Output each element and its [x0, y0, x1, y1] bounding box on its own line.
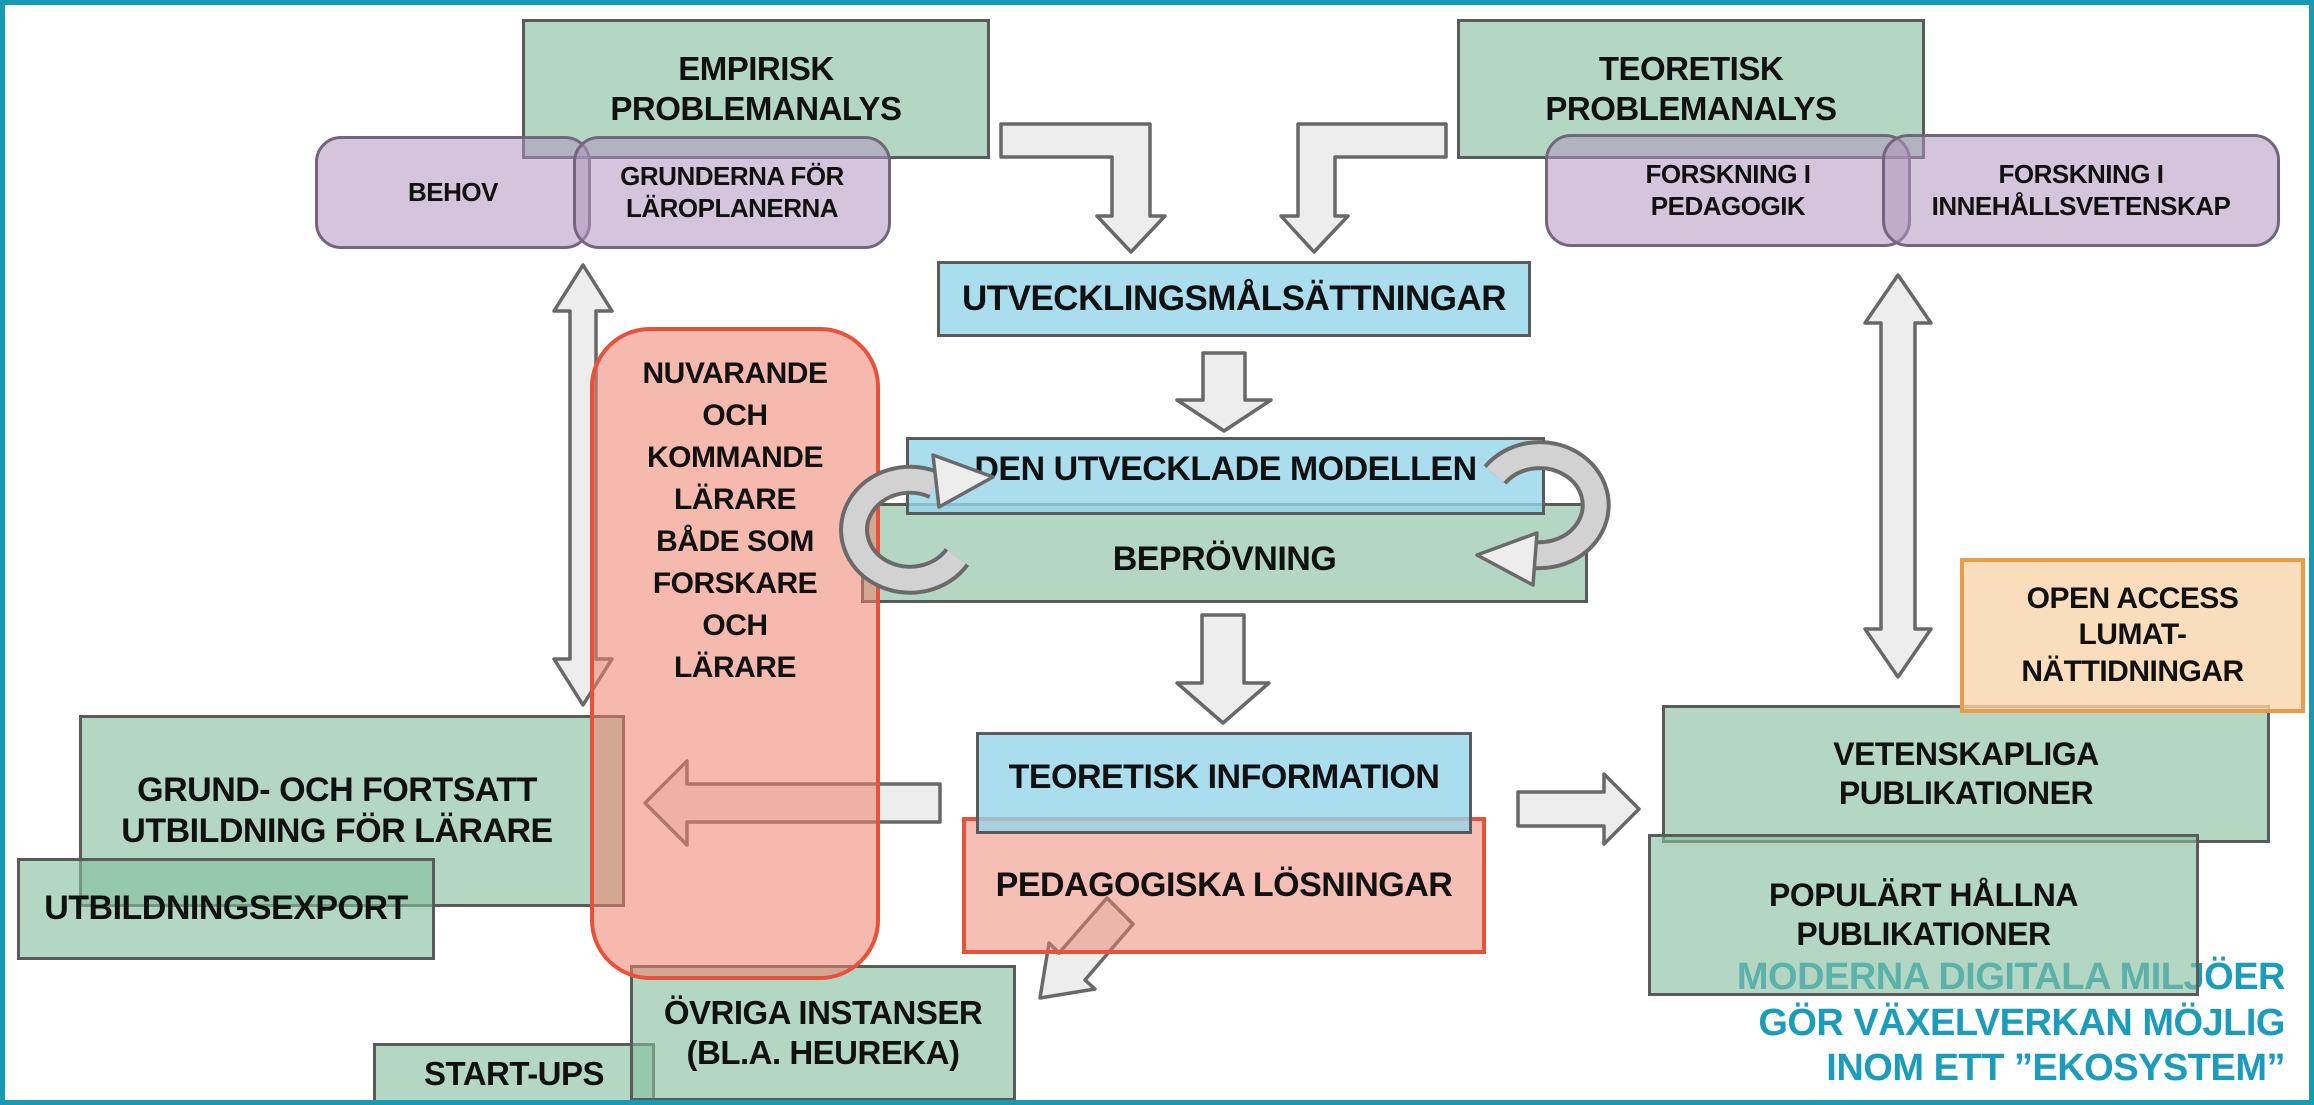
node-forskning-pedagogik: FORSKNING I PEDAGOGIK: [1545, 134, 1911, 247]
down-arrow-testing-to-info: [1175, 613, 1271, 725]
double-arrow-right: [1863, 273, 1933, 679]
node-utvecklingsmalsattningar: UTVECKLINGSMÅLSÄTTNINGAR: [937, 261, 1531, 337]
node-pedagogiska-losningar: PEDAGOGISKA LÖSNINGAR: [962, 817, 1486, 954]
bent-arrow-teoretisk-to-goals: [1279, 122, 1448, 254]
down-arrow-goals-to-model: [1175, 351, 1273, 433]
node-behov: BEHOV: [315, 136, 591, 249]
node-empirisk-problemanalys: EMPIRISK PROBLEMANALYS: [522, 19, 990, 159]
bent-arrow-empirisk-to-goals: [999, 122, 1167, 254]
node-populart-publikationer: POPULÄRT HÅLLNA PUBLIKATIONER: [1648, 834, 2199, 996]
node-forskning-innehallsvetenskap: FORSKNING I INNEHÅLLSVETENSKAP: [1882, 134, 2280, 247]
node-grunderna-laroplanerna: GRUNDERNA FÖR LÄROPLANERNA: [573, 136, 891, 249]
node-beprovning: BEPRÖVNING: [861, 503, 1588, 603]
node-utvecklade-modellen: DEN UTVECKLADE MODELLEN: [906, 437, 1545, 515]
node-nuvarande-larare: NUVARANDE OCH KOMMANDE LÄRARE BÅDE SOM F…: [590, 327, 880, 980]
node-startups: START-UPS: [373, 1043, 655, 1100]
node-utbildningsexport: UTBILDNINGSEXPORT: [17, 858, 435, 960]
right-arrow-to-publications: [1516, 772, 1641, 846]
node-ovriga-instanser: ÖVRIGA INSTANSER (BL.A. HEUREKA): [630, 965, 1016, 1100]
node-teoretisk-information: TEORETISK INFORMATION: [976, 732, 1472, 834]
node-vetenskapliga-publikationer: VETENSKAPLIGA PUBLIKATIONER: [1662, 705, 2270, 843]
node-open-access-lumat: OPEN ACCESS LUMAT- NÄTTIDNINGAR: [1960, 558, 2305, 713]
